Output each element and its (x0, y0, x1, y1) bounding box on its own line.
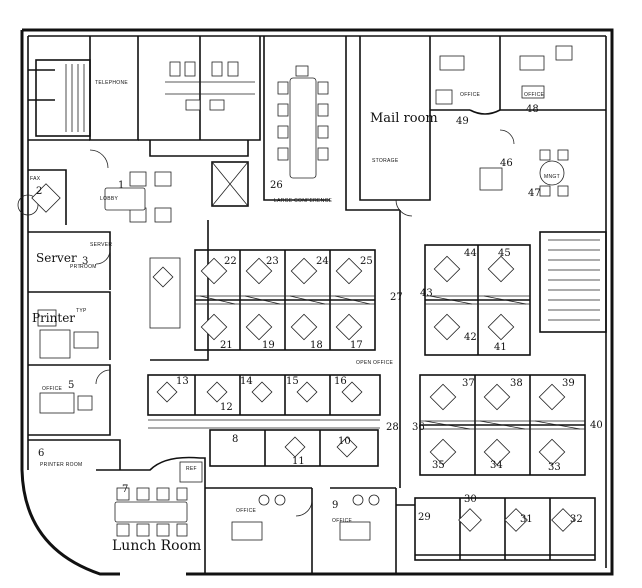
exterior-walls (20, 28, 614, 576)
ws-number: 36 (412, 422, 425, 433)
cubicle-cluster-center-bottom (147, 374, 381, 467)
ws-number: 19 (262, 340, 275, 351)
label-large-conference: LARGE CONFERENCE (274, 198, 333, 204)
label-typ: TYP (76, 308, 87, 314)
ws-number: 9 (332, 500, 338, 511)
label-fax: FAX (30, 176, 41, 182)
label-storage: STORAGE (372, 158, 399, 164)
label-office-5: OFFICE (332, 518, 352, 524)
ws-number: 27 (390, 292, 403, 303)
ws-number: 23 (266, 256, 279, 267)
label-lobby: LOBBY (100, 196, 119, 202)
ws-number: 24 (316, 256, 329, 267)
ws-number: 18 (310, 340, 323, 351)
ws-number: 13 (176, 376, 189, 387)
ws-number: 39 (562, 378, 575, 389)
conference-table (277, 65, 329, 179)
ws-number: 3 (82, 256, 88, 267)
bottom-offices-furniture (231, 494, 380, 541)
ws-number: 14 (240, 376, 253, 387)
label-office-1: OFFICE (460, 92, 480, 98)
label-printer-room: PRINTER ROOM (40, 462, 83, 468)
ws-number: 17 (350, 340, 363, 351)
ws-number: 43 (420, 288, 433, 299)
cubicle-cluster-right-bottom (419, 374, 586, 476)
label-mail: Mail room (370, 111, 438, 126)
ws-number: 26 (270, 180, 283, 191)
room-labels: TELEPHONE LOBBY Mail room STORAGE LARGE … (30, 80, 560, 554)
ws-number: 15 (286, 376, 299, 387)
ws-number: 8 (232, 434, 238, 445)
office-furniture (435, 45, 573, 197)
cubicle-cluster-right-top (424, 244, 531, 356)
ws-number: 38 (510, 378, 523, 389)
label-office-2: OFFICE (524, 92, 544, 98)
ws-number: 22 (224, 256, 237, 267)
ws-number: 10 (338, 436, 351, 447)
ws-number: 30 (464, 494, 477, 505)
ws-number: 42 (464, 332, 477, 343)
ws-number: 1 (118, 180, 124, 191)
ws-number: 46 (500, 158, 513, 169)
ws-number: 6 (38, 448, 44, 459)
ws-number: 41 (494, 342, 507, 353)
label-lunch-room: Lunch Room (112, 538, 201, 554)
cubicle-cluster-bottom-right (414, 497, 596, 561)
ws-number: 34 (490, 460, 503, 471)
ws-number: 11 (292, 456, 305, 467)
ws-number: 35 (432, 460, 445, 471)
cubicle-cluster-center-top (149, 249, 376, 351)
lunch-room-table (114, 461, 203, 537)
ws-number: 29 (418, 512, 431, 523)
ws-number: 33 (548, 462, 561, 473)
ws-number: 49 (456, 116, 469, 127)
restroom-fixtures (165, 61, 255, 111)
door-swings (89, 129, 515, 517)
ws-number: 2 (36, 186, 42, 197)
label-prt: PRT (70, 264, 81, 270)
ws-number: 12 (220, 402, 233, 413)
ws-number: 5 (68, 380, 74, 391)
ws-number: 47 (528, 188, 541, 199)
ws-number: 21 (220, 340, 233, 351)
label-server-room: ROOM (80, 264, 97, 270)
ws-number: 48 (526, 104, 539, 115)
lobby-furniture (17, 171, 172, 223)
ws-number: 32 (570, 514, 583, 525)
workstation-numbers: 1 2 3 5 6 7 8 9 10 11 12 13 14 15 16 17 … (36, 104, 603, 525)
label-mngt: MNGT (544, 174, 560, 180)
interior-walls (28, 36, 607, 574)
ws-number: 45 (498, 248, 511, 259)
label-ref: REF (186, 466, 197, 472)
ws-number: 40 (590, 420, 603, 431)
label-printer-hw: Printer (32, 311, 75, 325)
left-rooms-furniture (31, 183, 99, 414)
ws-number: 37 (462, 378, 475, 389)
label-office-3: OFFICE (42, 386, 62, 392)
ws-number: 28 (386, 422, 399, 433)
ws-number: 7 (122, 484, 128, 495)
ws-number: 16 (334, 376, 347, 387)
label-office-4: OFFICE (236, 508, 256, 514)
label-server-hw: Server (36, 251, 77, 265)
ws-number: 44 (464, 248, 477, 259)
ws-number: 25 (360, 256, 373, 267)
label-server: SERVER (90, 242, 112, 248)
label-telephone: TELEPHONE (95, 80, 128, 86)
ws-number: 31 (520, 514, 533, 525)
label-open-office: OPEN OFFICE (356, 360, 394, 366)
